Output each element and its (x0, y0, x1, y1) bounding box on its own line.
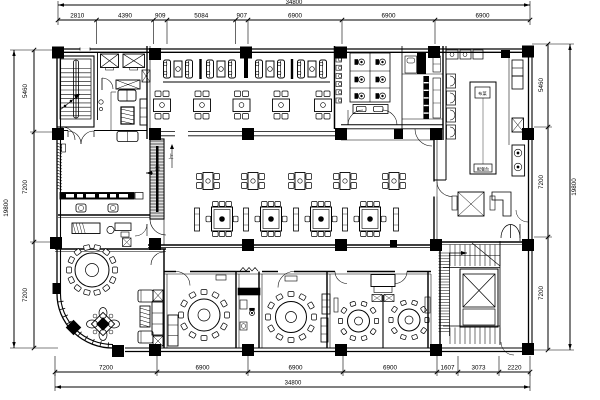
svg-text:4390: 4390 (118, 13, 133, 20)
svg-text:6900: 6900 (288, 365, 303, 372)
svg-text:19800: 19800 (571, 178, 578, 196)
svg-text:907: 907 (236, 13, 247, 20)
svg-text:7200: 7200 (99, 365, 114, 372)
svg-text:6900: 6900 (381, 13, 396, 20)
svg-text:7200: 7200 (538, 175, 545, 190)
svg-text:上: 上 (168, 153, 173, 160)
svg-text:6900: 6900 (383, 365, 398, 372)
svg-text:7200: 7200 (538, 286, 545, 301)
svg-text:6900: 6900 (475, 13, 490, 20)
svg-text:布菜: 布菜 (478, 90, 487, 97)
svg-text:5084: 5084 (194, 13, 209, 20)
svg-text:3073: 3073 (471, 365, 486, 372)
svg-text:34800: 34800 (286, 0, 303, 6)
svg-text:6900: 6900 (195, 365, 210, 372)
svg-text:19800: 19800 (3, 199, 10, 217)
svg-text:2810: 2810 (70, 13, 85, 20)
svg-text:7200: 7200 (22, 180, 29, 195)
svg-text:7200: 7200 (22, 288, 29, 303)
svg-text:1607: 1607 (440, 365, 455, 372)
svg-text:配餐台: 配餐台 (477, 166, 489, 172)
svg-text:2220: 2220 (507, 365, 522, 372)
svg-text:34800: 34800 (285, 381, 302, 387)
svg-text:5460: 5460 (22, 84, 29, 99)
svg-text:5460: 5460 (538, 78, 545, 93)
svg-text:6900: 6900 (288, 13, 303, 20)
svg-text:909: 909 (155, 13, 166, 20)
